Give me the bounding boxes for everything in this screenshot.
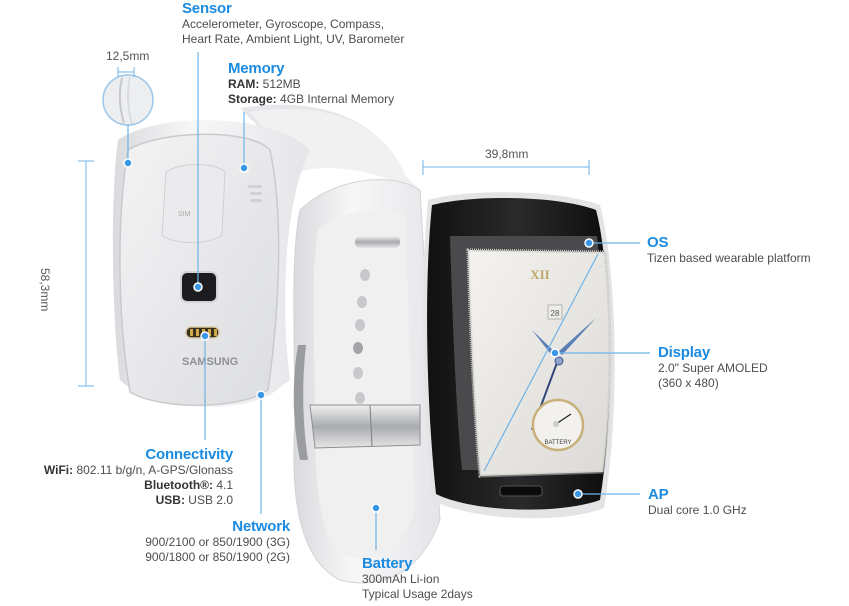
svg-text:SIM: SIM — [178, 211, 191, 218]
battery-line-2: Typical Usage 2days — [362, 587, 473, 601]
width-label: 39,8mm — [485, 147, 529, 161]
svg-text:BATTERY: BATTERY — [544, 440, 571, 446]
callout-sensor: Sensor Accelerometer, Gyroscope, Compass… — [182, 0, 404, 47]
callout-os: OS Tizen based wearable platform — [647, 234, 811, 266]
connectivity-bluetooth: Bluetooth®: 4.1 — [144, 478, 233, 492]
callout-connectivity: Connectivity WiFi: 802.11 b/g/n, A-GPS/G… — [0, 446, 233, 508]
memory-title: Memory — [228, 60, 285, 77]
network-title: Network — [232, 518, 290, 535]
callout-dots — [123, 158, 594, 513]
ap-title: AP — [648, 486, 669, 503]
os-line-1: Tizen based wearable platform — [647, 251, 811, 265]
network-line-1: 900/2100 or 850/1900 (3G) — [145, 535, 290, 549]
height-label: 58,3mm — [38, 268, 52, 312]
callout-memory: Memory RAM: 512MB Storage: 4GB Internal … — [228, 60, 394, 107]
ap-line-1: Dual core 1.0 GHz — [648, 503, 747, 517]
watch-back: SIM SAMSUNG — [119, 133, 280, 406]
display-line-2: (360 x 480) — [658, 376, 719, 390]
memory-ram: RAM: 512MB — [228, 77, 301, 91]
network-line-2: 900/1800 or 850/1900 (2G) — [145, 550, 290, 564]
display-line-1: 2.0" Super AMOLED — [658, 361, 768, 375]
sensor-line-2: Heart Rate, Ambient Light, UV, Barometer — [182, 32, 405, 46]
battery-title: Battery — [362, 555, 413, 572]
callout-battery: Battery 300mAh Li-ion Typical Usage 2day… — [362, 555, 473, 602]
svg-text:SAMSUNG: SAMSUNG — [182, 356, 238, 368]
front-strap — [293, 179, 441, 584]
callout-network: Network 900/2100 or 850/1900 (3G) 900/18… — [100, 518, 290, 565]
display-title: Display — [658, 344, 710, 361]
dimension-lines — [78, 67, 590, 387]
watch-front: XII 28 BATTERY — [423, 192, 615, 519]
sensor-line-1: Accelerometer, Gyroscope, Compass, — [182, 17, 385, 31]
sensor-title: Sensor — [182, 0, 232, 17]
svg-text:XII: XII — [530, 267, 550, 282]
connectivity-usb: USB: USB 2.0 — [155, 493, 233, 507]
battery-line-1: 300mAh Li-ion — [362, 572, 440, 586]
callout-ap: AP Dual core 1.0 GHz — [648, 486, 747, 518]
memory-storage: Storage: 4GB Internal Memory — [228, 92, 395, 106]
connectivity-wifi: WiFi: 802.11 b/g/n, A-GPS/Glonass — [43, 463, 233, 477]
band-width-label: 12,5mm — [106, 49, 150, 63]
svg-text:28: 28 — [551, 309, 560, 318]
callout-display: Display 2.0" Super AMOLED (360 x 480) — [658, 344, 768, 391]
callout-lines — [127, 52, 650, 550]
band-magnifier — [102, 74, 154, 126]
os-title: OS — [647, 234, 669, 251]
connectivity-title: Connectivity — [145, 446, 233, 463]
